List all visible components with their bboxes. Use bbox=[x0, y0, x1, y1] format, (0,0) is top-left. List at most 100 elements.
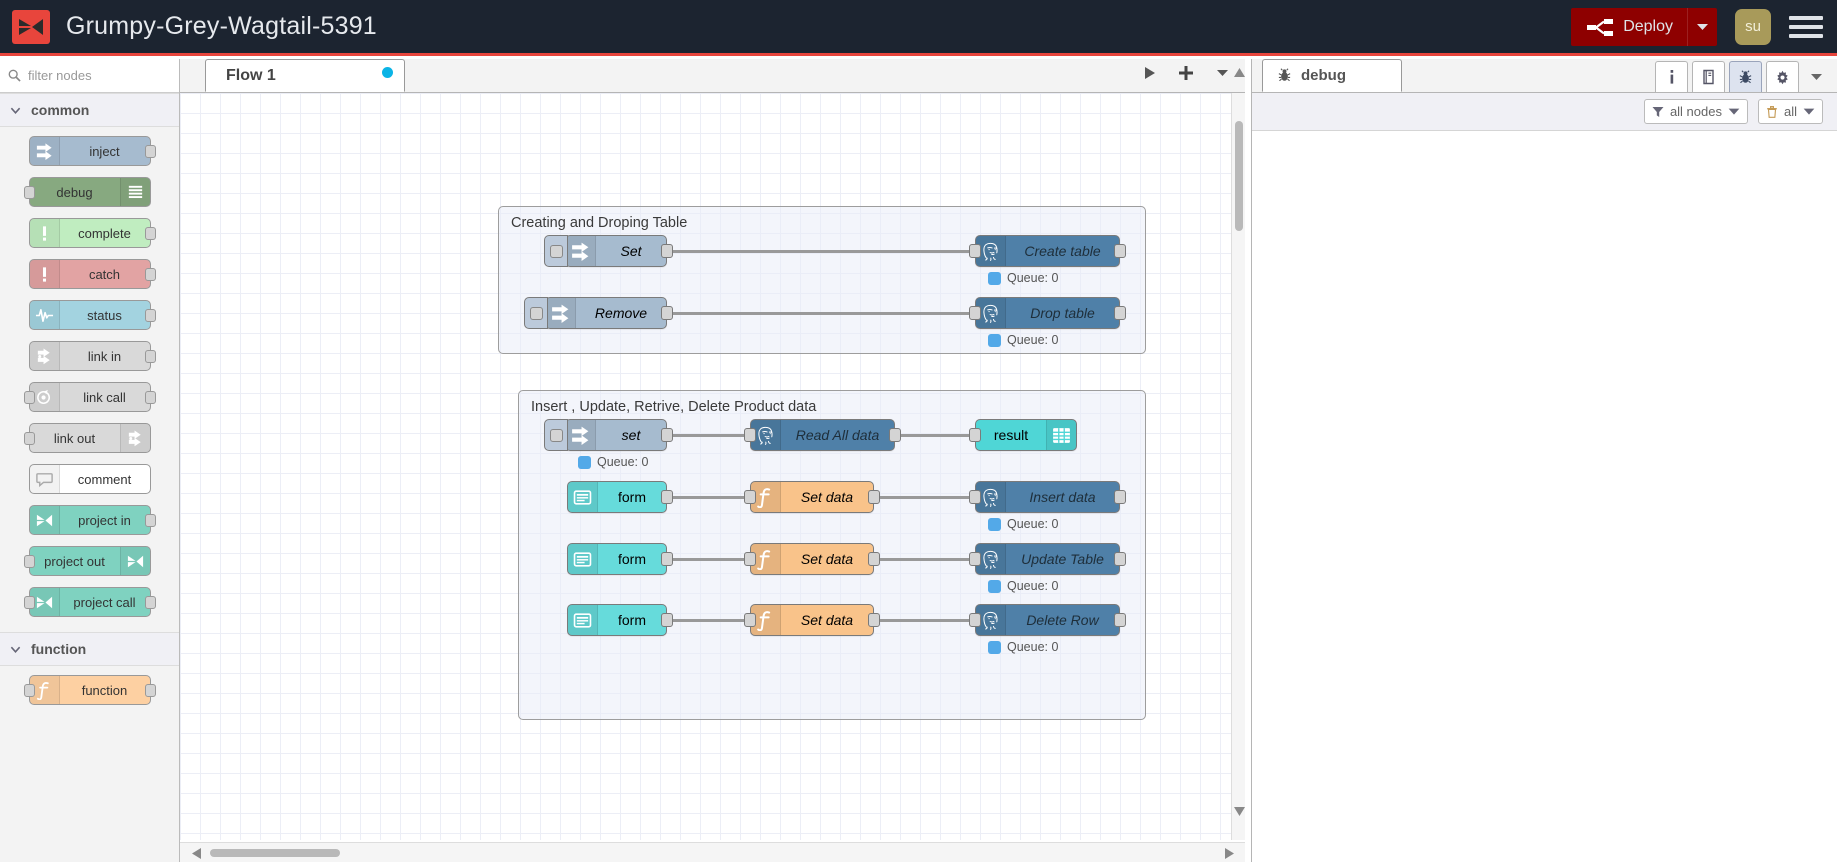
flow-menu-button[interactable] bbox=[1213, 59, 1231, 87]
node-input-port[interactable] bbox=[744, 613, 756, 627]
node-output-port[interactable] bbox=[868, 490, 880, 504]
palette-search-bar[interactable] bbox=[0, 59, 179, 93]
deploy-dropdown-button[interactable] bbox=[1687, 7, 1717, 46]
node-output-port[interactable] bbox=[144, 227, 156, 240]
deploy-main-action[interactable]: Deploy bbox=[1571, 8, 1687, 46]
node-input-port[interactable] bbox=[23, 555, 35, 568]
node-output-port[interactable] bbox=[1114, 490, 1126, 504]
node-input-port[interactable] bbox=[969, 613, 981, 627]
node-output-port[interactable] bbox=[144, 268, 156, 281]
palette-node-link-call[interactable]: link call bbox=[23, 382, 156, 412]
node-output-port[interactable] bbox=[144, 145, 156, 158]
node-output-port[interactable] bbox=[1114, 244, 1126, 258]
flow-node-read-all-data[interactable]: Read All data bbox=[744, 419, 901, 451]
node-output-port[interactable] bbox=[144, 684, 156, 697]
sidebar-more-icon[interactable] bbox=[1803, 61, 1829, 92]
node-output-port[interactable] bbox=[144, 350, 156, 363]
flow-wire[interactable] bbox=[895, 434, 975, 437]
scroll-right-arrow[interactable] bbox=[1223, 847, 1235, 859]
scroll-thumb-horizontal[interactable] bbox=[210, 849, 340, 857]
flow-node-create-table[interactable]: Create table bbox=[969, 235, 1126, 267]
node-input-port[interactable] bbox=[969, 552, 981, 566]
debug-filter-button[interactable]: all nodes bbox=[1643, 99, 1748, 124]
inject-trigger-button[interactable] bbox=[544, 235, 568, 267]
flow-node-set-data[interactable]: Set data bbox=[744, 604, 880, 636]
debug-message-list[interactable] bbox=[1252, 131, 1837, 861]
scroll-down-arrow[interactable] bbox=[1233, 804, 1245, 818]
node-output-port[interactable] bbox=[868, 613, 880, 627]
flow-wire[interactable] bbox=[874, 619, 975, 622]
flow-node-set-data[interactable]: Set data bbox=[744, 481, 880, 513]
palette-node-comment[interactable]: comment bbox=[28, 464, 151, 494]
flow-wire[interactable] bbox=[874, 496, 975, 499]
node-output-port[interactable] bbox=[661, 306, 673, 320]
run-flow-button[interactable] bbox=[1141, 59, 1159, 87]
palette-node-link-out[interactable]: link out bbox=[23, 423, 151, 453]
flow-node-drop-table[interactable]: Drop table bbox=[969, 297, 1126, 329]
canvas-vertical-scrollbar[interactable] bbox=[1231, 67, 1245, 840]
node-input-port[interactable] bbox=[969, 306, 981, 320]
flow-node-remove[interactable]: Remove bbox=[524, 297, 673, 329]
node-input-port[interactable] bbox=[744, 428, 756, 442]
inject-trigger-button[interactable] bbox=[524, 297, 548, 329]
flow-wire[interactable] bbox=[667, 312, 975, 315]
flow-wire[interactable] bbox=[667, 496, 750, 499]
node-output-port[interactable] bbox=[144, 391, 156, 404]
search-input[interactable] bbox=[28, 68, 158, 83]
flow-wire[interactable] bbox=[667, 250, 975, 253]
node-output-port[interactable] bbox=[889, 428, 901, 442]
flow-node-result[interactable]: result bbox=[969, 419, 1077, 451]
node-input-port[interactable] bbox=[23, 186, 35, 199]
node-input-port[interactable] bbox=[969, 244, 981, 258]
config-gear-icon[interactable] bbox=[1766, 61, 1799, 92]
flow-wire[interactable] bbox=[667, 434, 750, 437]
palette-category-common[interactable]: common bbox=[0, 93, 179, 127]
palette-category-function[interactable]: function bbox=[0, 632, 179, 666]
flow-wire[interactable] bbox=[667, 558, 750, 561]
flow-node-set[interactable]: Set bbox=[544, 235, 673, 267]
node-output-port[interactable] bbox=[144, 514, 156, 527]
flow-node-form[interactable]: form bbox=[567, 604, 673, 636]
scroll-left-arrow[interactable] bbox=[190, 847, 202, 859]
palette-node-debug[interactable]: debug bbox=[23, 177, 151, 207]
node-input-port[interactable] bbox=[744, 552, 756, 566]
flow-wire[interactable] bbox=[667, 619, 750, 622]
node-output-port[interactable] bbox=[661, 613, 673, 627]
tab-flow-1[interactable]: Flow 1 bbox=[205, 59, 405, 92]
scroll-up-arrow[interactable] bbox=[1233, 65, 1245, 79]
flow-wire[interactable] bbox=[874, 558, 975, 561]
node-input-port[interactable] bbox=[23, 684, 35, 697]
node-input-port[interactable] bbox=[23, 596, 35, 609]
node-output-port[interactable] bbox=[661, 244, 673, 258]
flow-node-set-data[interactable]: Set data bbox=[744, 543, 880, 575]
palette-node-project-call[interactable]: project call bbox=[23, 587, 156, 617]
library-icon[interactable] bbox=[1692, 61, 1725, 92]
flow-node-update-table[interactable]: Update Table bbox=[969, 543, 1126, 575]
node-output-port[interactable] bbox=[868, 552, 880, 566]
palette-node-project-out[interactable]: project out bbox=[23, 546, 151, 576]
palette-node-inject[interactable]: inject bbox=[28, 136, 156, 166]
canvas-horizontal-scrollbar[interactable] bbox=[180, 842, 1245, 862]
palette-node-complete[interactable]: complete bbox=[28, 218, 156, 248]
node-output-port[interactable] bbox=[1114, 552, 1126, 566]
node-input-port[interactable] bbox=[969, 490, 981, 504]
palette-node-status[interactable]: status bbox=[28, 300, 156, 330]
palette-node-catch[interactable]: catch bbox=[28, 259, 156, 289]
debug-bug-icon[interactable] bbox=[1729, 61, 1762, 92]
avatar[interactable]: su bbox=[1735, 8, 1771, 45]
flow-node-form[interactable]: form bbox=[567, 481, 673, 513]
flow-node-set[interactable]: set bbox=[544, 419, 673, 451]
node-output-port[interactable] bbox=[144, 309, 156, 322]
node-output-port[interactable] bbox=[1114, 306, 1126, 320]
palette-node-function[interactable]: function bbox=[23, 675, 156, 705]
flow-node-form[interactable]: form bbox=[567, 543, 673, 575]
flow-node-delete-row[interactable]: Delete Row bbox=[969, 604, 1126, 636]
add-flow-button[interactable] bbox=[1177, 59, 1195, 87]
node-input-port[interactable] bbox=[744, 490, 756, 504]
palette-node-link-in[interactable]: link in bbox=[28, 341, 156, 371]
palette-node-project-in[interactable]: project in bbox=[28, 505, 156, 535]
inject-trigger-button[interactable] bbox=[544, 419, 568, 451]
node-input-port[interactable] bbox=[23, 391, 35, 404]
node-output-port[interactable] bbox=[661, 490, 673, 504]
